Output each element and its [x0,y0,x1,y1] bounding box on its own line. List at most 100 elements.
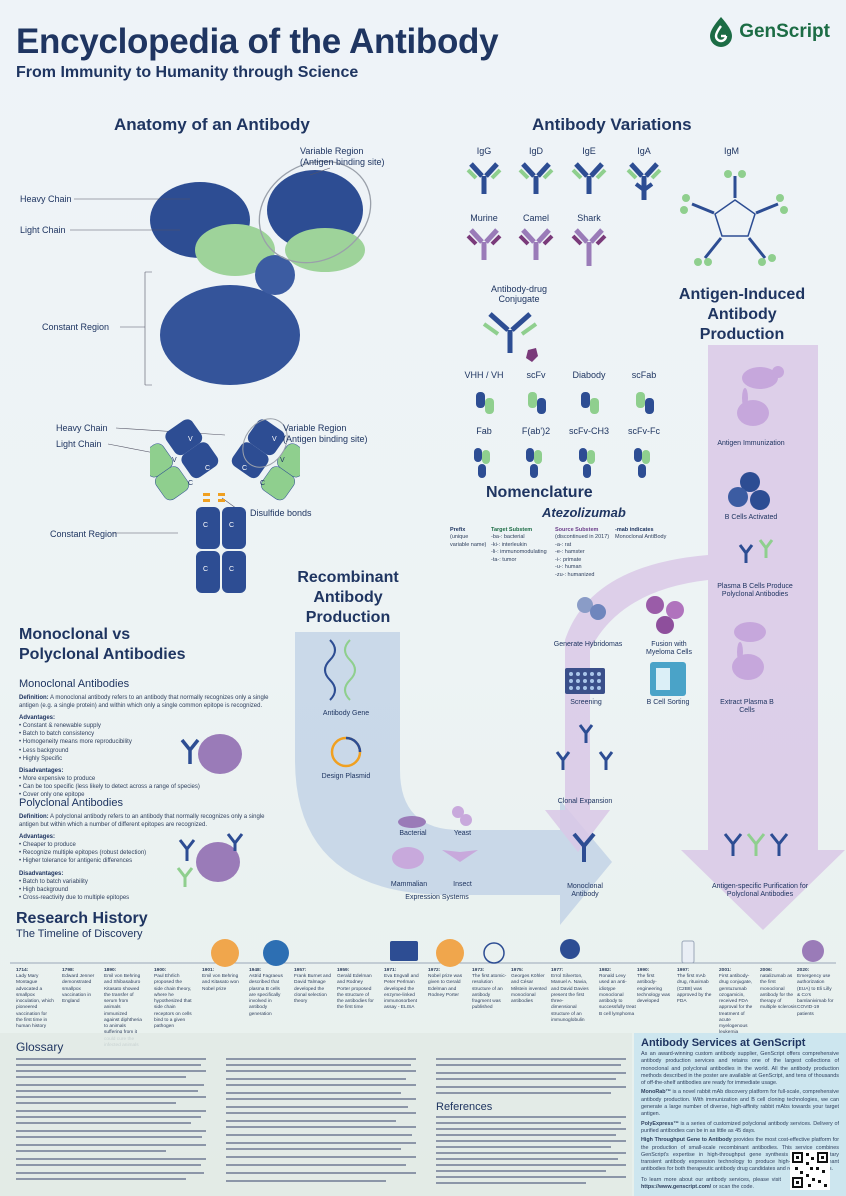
services-learn-more: To learn more about our antibody service… [641,1177,781,1192]
learn-text: To learn more about our antibody service… [641,1176,781,1183]
variation-label-diabody: Diabody [572,370,606,380]
step-fusion-1: Fusion with [651,641,687,648]
mono-def-label: Definition: [19,695,49,701]
ch2-domain-label-right: C [229,522,235,529]
mono-dis-1: More expensive to produce [22,775,96,782]
nomenclature-example: Atezolizumab [542,505,626,520]
system-insect: Insect [453,881,472,888]
timeline-year: 2006: [760,968,773,973]
ch1-domain-label-right: C [242,465,248,472]
vh-domain-label-right: V [272,436,277,443]
step-hybridomas: Generate Hybridomas [553,641,623,648]
genscript-logo[interactable]: GenScript [708,16,830,48]
recombinant-title: Recombinant Antibody Production [288,568,408,628]
list-item: • Batch to batch variability [19,878,88,885]
timeline-text: Paul Ehrlich proposed the side chain the… [154,974,192,1030]
history-subtitle: The Timeline of Discovery [16,928,143,940]
polyclonal-illustration [176,833,244,887]
timeline-text: Lady Mary Montague advocated a smallpox … [16,974,54,1030]
mono-adv-2: Batch to batch consistency [22,731,95,738]
timeline-year: 1972: [428,968,441,973]
prefix-desc-1: (unique [450,534,469,541]
history-title: Research History [16,910,148,927]
heavy-chain-label: Heavy Chain [20,194,72,204]
timeline-event: 1957:Frank Burnet and David Talmage deve… [294,968,332,1005]
mono-adv-label: Advantages: [19,715,56,722]
antigen-induced-title: Antigen-Induced Antibody Production [672,285,812,345]
step-purification-1: Antigen-specific Purification for [711,883,809,890]
ch3-domain-label-right: C [229,566,235,573]
variation-label-ige: IgE [582,146,596,156]
polyexpress-title: PolyExpress™ [641,1120,679,1127]
timeline-text: Ronald Levy used an anti-idiotype monocl… [599,974,636,1017]
variation-label-scfab: scFab [631,370,657,380]
target-item-1: -ba-: bacterial [491,534,525,541]
source-item-1: (discontinued in 2017) [555,534,610,541]
schematic-variable-region-label: Variable Region [283,423,347,433]
list-item: • Batch to batch consistency [19,731,95,738]
variation-icon-shark [571,228,607,266]
target-item-3: -li-: immunomodulating [491,549,547,556]
variation-label-igg: IgG [476,146,492,156]
variation-icon-ige [571,162,607,194]
step-fusion: Fusion with Myeloma Cells [634,641,704,657]
timeline-text: Emergency use authorization (EUA) to Eli… [797,974,834,1017]
poly-adv-label: Advantages: [19,834,56,841]
vh-domain-label: V [188,436,193,443]
schematic-light-chain-label: Light Chain [56,439,102,449]
timeline-text: Georges Köhler and César Milstein invent… [511,974,547,1005]
variation-label-murine: Murine [470,213,498,223]
logo-text: GenScript [739,21,830,42]
polyclonal-definition: Definition: A polyclonal antibody refers… [19,813,269,829]
timeline-text: natalizumab as the first monoclonal anti… [760,974,797,1011]
services-url-link[interactable]: https://www.genscript.com/ [641,1184,712,1191]
nomenclature-title: Nomenclature [486,484,593,501]
antibody-schematic [150,418,300,593]
timeline-event: 1982:Ronald Levy used an anti-idiotype m… [599,968,637,1018]
poster-subtitle: From Immunity to Humanity through Scienc… [16,64,359,81]
timeline-event: 1948:Astrid Fagraeus described that plas… [249,968,287,1018]
timeline-year: 1798: [62,968,75,973]
list-item: • Less background [19,747,69,754]
step-plasma-2: Polyclonal Antibodies [721,591,789,599]
schematic-antigen-site-label: (Antigen binding site) [283,434,368,444]
system-yeast: Yeast [453,830,472,837]
ch3-domain-label: C [203,566,209,573]
mono-disadvantages: • More expensive to produce • Can be too… [19,775,269,799]
source-item-3: -e-: hamster [555,549,585,556]
antigen-title-1: Antigen-Induced [678,286,806,303]
step-monoclonal-2: Antibody [571,891,599,899]
mono-poly-title-1: Monoclonal vs [19,626,131,643]
timeline-year: 1971: [384,968,397,973]
glossary-panel [0,1033,632,1196]
adc-icon [482,312,538,362]
services-body: As an award-winning custom antibody supp… [641,1051,839,1191]
timeline-event: 1977:Errol Silverton, Manuel A. Navia, a… [551,968,589,1024]
variation-icon-camel [518,228,554,260]
timeline-text: Frank Burnet and David Talmage developed… [294,974,332,1005]
step-screening: Screening [570,699,602,706]
qr-code-icon[interactable] [790,1150,830,1190]
mono-adv-3: Homogeneity means more reproducibility [22,739,132,746]
poly-dis-2: High background [22,886,69,893]
schematic-constant-region-label: Constant Region [50,529,118,539]
antibody-3d-structure [150,160,372,385]
step-extract: Extract Plasma B Cells [712,699,782,715]
timeline-year: 1948: [249,968,262,973]
glossary-title: Glossary [16,1040,64,1054]
timeline-year: 1990: [637,968,650,973]
poster-title: Encyclopedia of the Antibody [16,22,499,61]
list-item: • More expensive to produce [19,775,96,782]
step-plasma: Plasma B Cells Produce Polyclonal Antibo… [700,583,810,599]
timeline-year: 1901: [202,968,215,973]
igm-pentamer-icon [680,170,788,266]
timeline-text: Emil von Behring and Kitasato won Nobel … [202,974,239,992]
monorab-text: is a novel rabbit mAb discovery platform… [641,1089,840,1118]
references-title: References [436,1101,493,1113]
timeline-event: 1975:Georges Köhler and César Milstein i… [511,968,549,1005]
polyexpress-text: is a series of customized polyclonal ant… [641,1120,839,1134]
variation-icon-igg [466,162,502,194]
target-item-2: -ki-: interleukin [491,541,527,548]
source-substem-block: Source Substem (discontinued in 2017) -a… [555,527,615,579]
